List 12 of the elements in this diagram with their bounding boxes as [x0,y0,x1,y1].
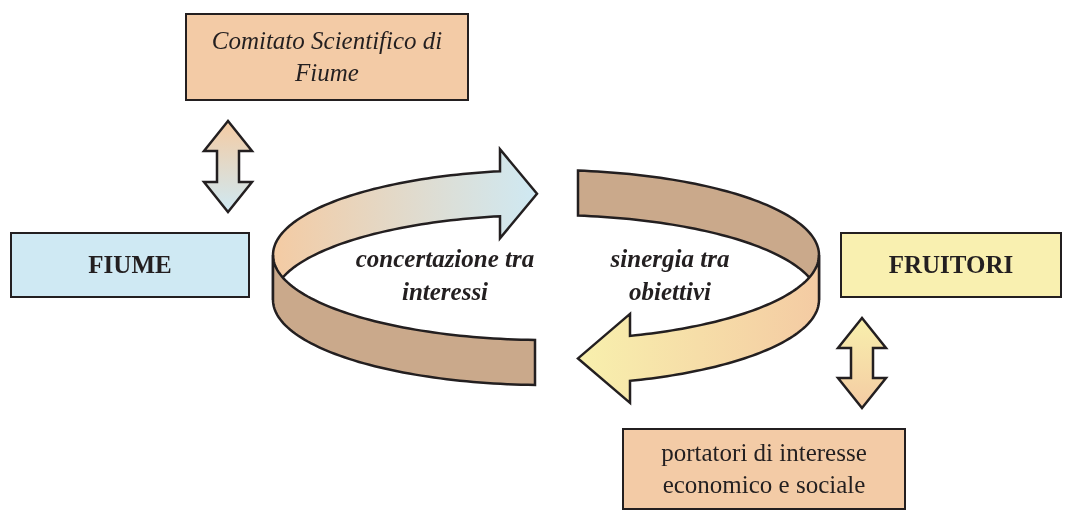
ring-caption: concertazione tra interessi [354,244,536,307]
users-box [840,232,1062,298]
double-arrow [201,119,255,214]
box-label: FRUITORI [888,249,1014,280]
box-label: portatori di interesse economico e sociale [660,437,868,500]
committee-box [185,13,469,101]
river-box [10,232,250,298]
double-arrow [835,316,889,410]
stakeholders-box [622,428,906,510]
box-label: Comitato Scientifico di Fiume [210,25,444,88]
box-label: FIUME [88,249,172,280]
ring-caption: sinergia tra obiettivi [609,244,731,307]
